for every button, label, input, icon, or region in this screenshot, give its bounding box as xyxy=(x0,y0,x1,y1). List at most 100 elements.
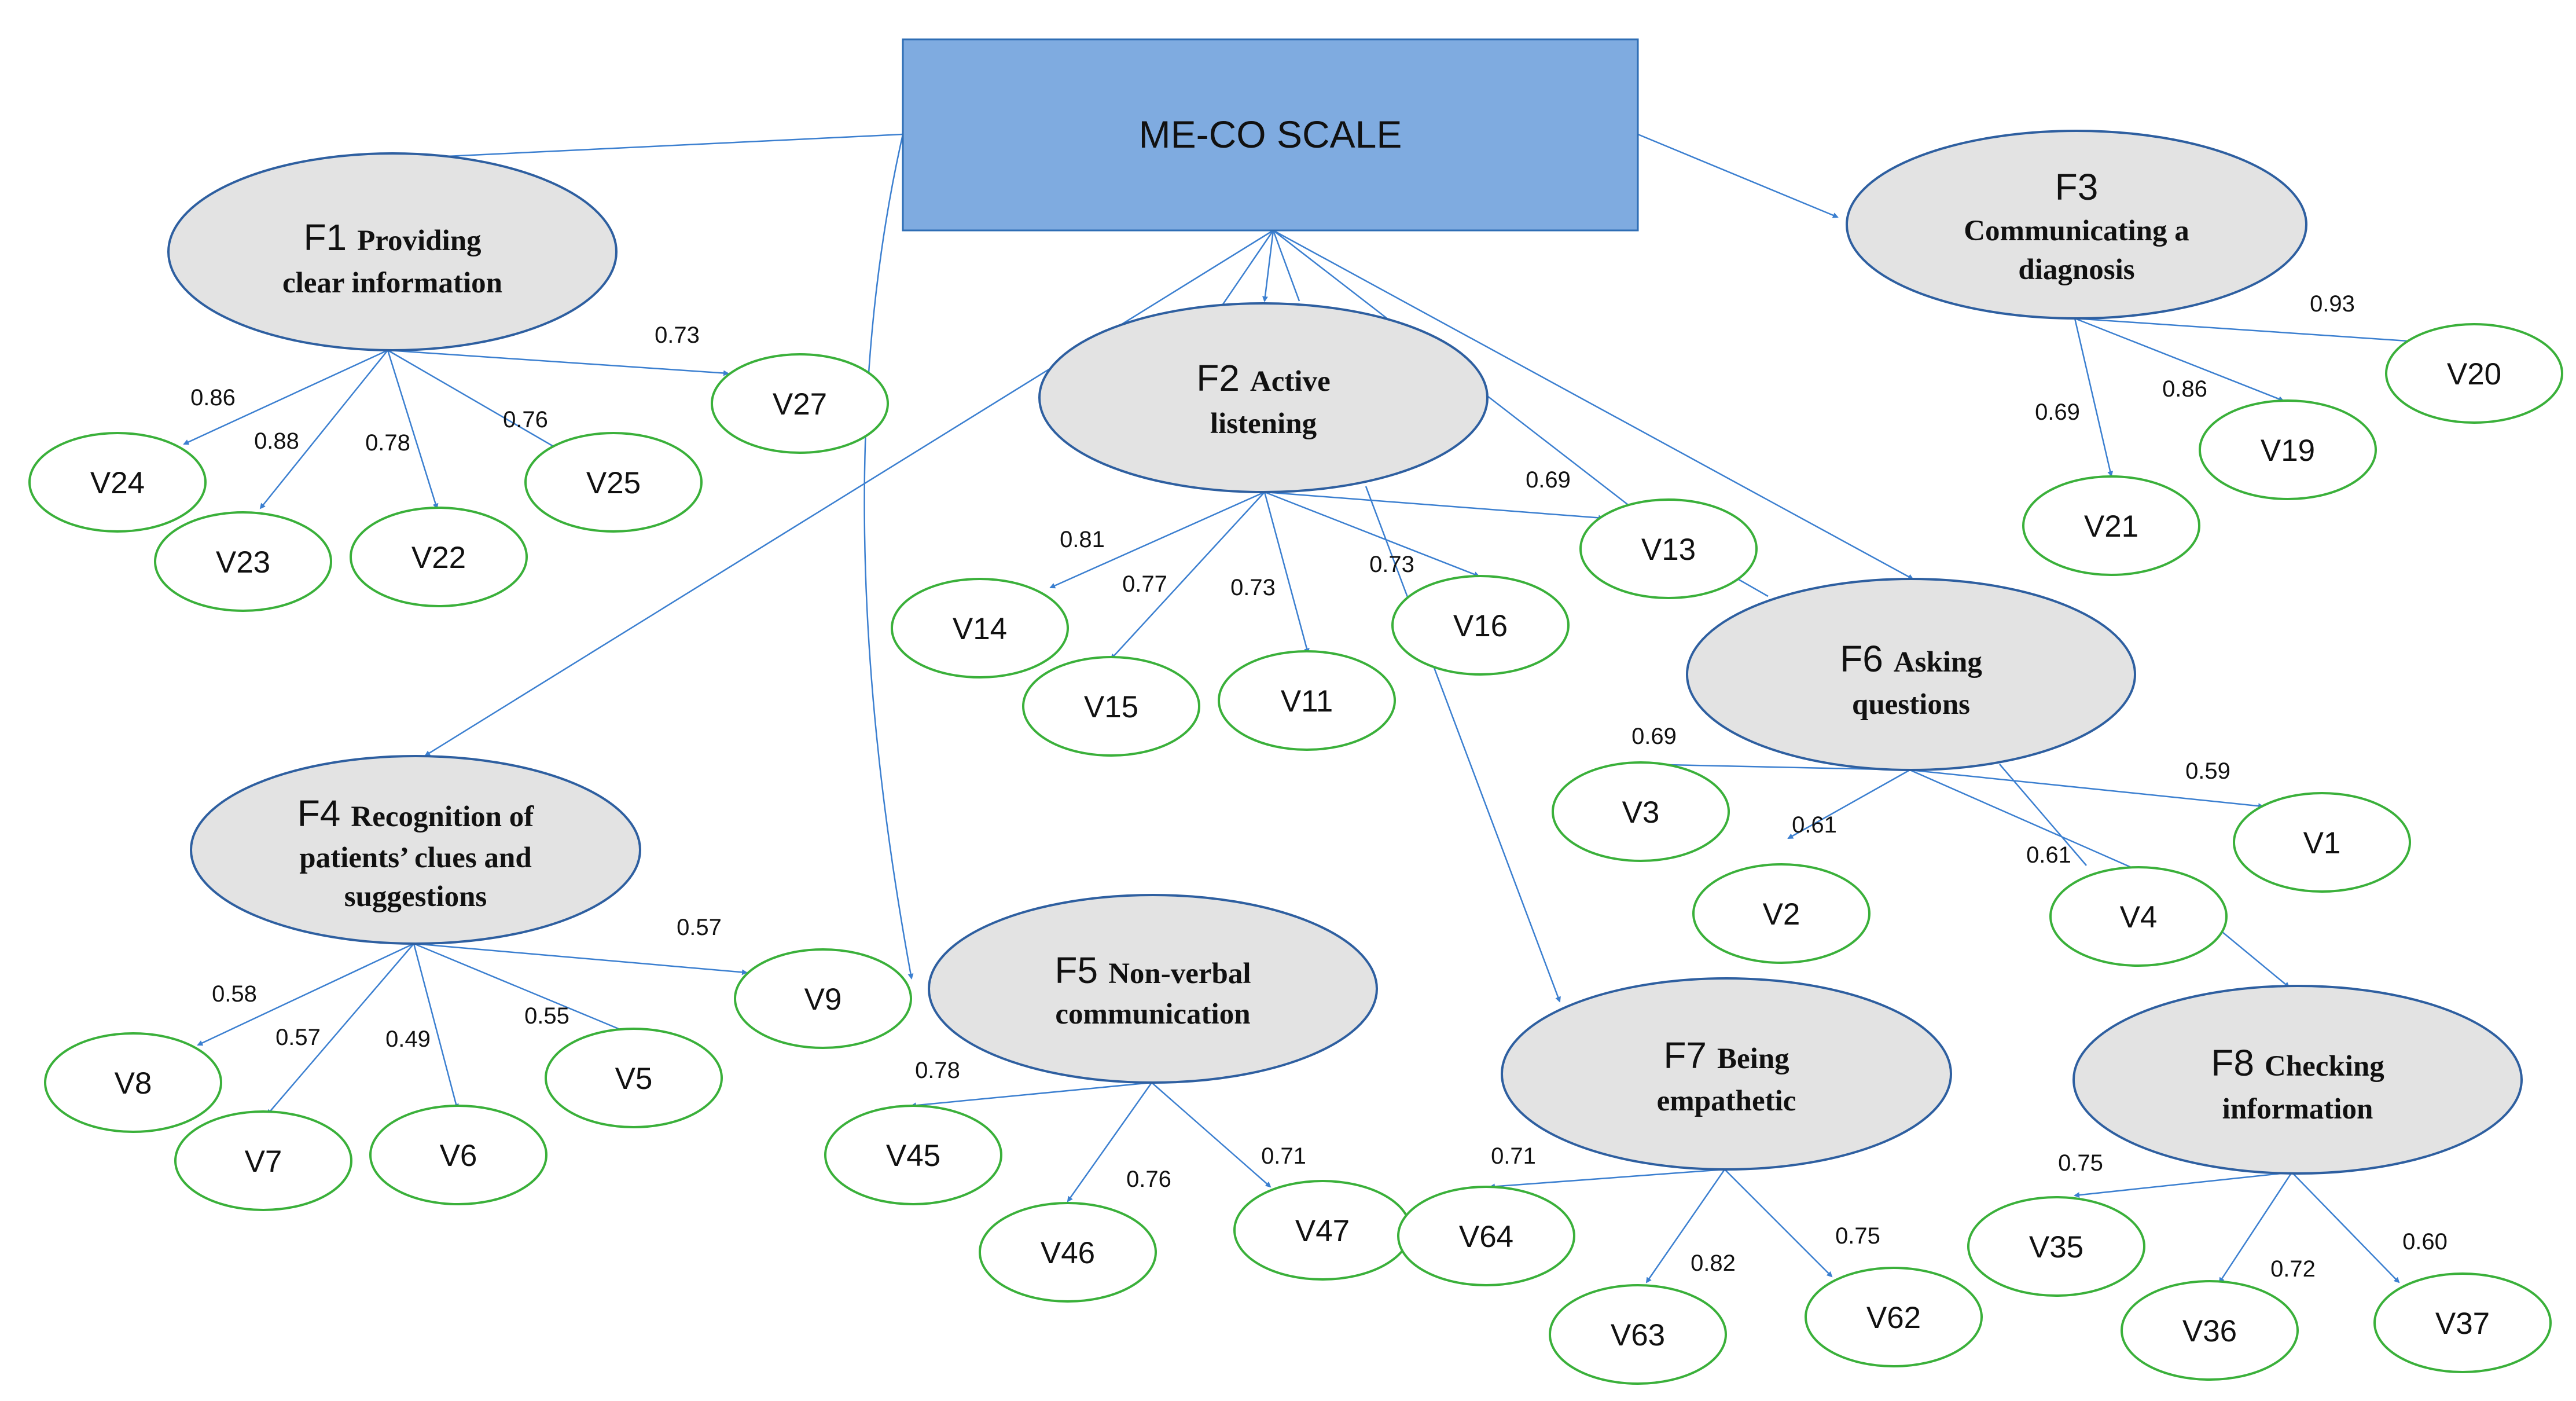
factor-ellipse xyxy=(190,755,641,945)
item-label: V8 xyxy=(115,1066,152,1101)
factor-code: F5 xyxy=(1054,949,1098,991)
factor-label: F4 Recognition of xyxy=(297,793,535,834)
factor-f4: F4 Recognition of patients’ clues and su… xyxy=(190,755,641,945)
factor-label: F8 Checking xyxy=(2211,1042,2384,1084)
factor-name: Recognition of xyxy=(351,801,534,833)
factor-ellipse xyxy=(1846,130,2307,320)
edge-f5-v45 xyxy=(910,1081,1152,1109)
item-label: V23 xyxy=(216,545,270,580)
loading-value: 0.76 xyxy=(503,407,548,432)
factor-ellipse xyxy=(2072,985,2523,1175)
root-box xyxy=(902,38,1639,232)
factor-name: communication xyxy=(1055,998,1250,1030)
edge-f5-v46 xyxy=(1067,1082,1153,1202)
edge-f4-v5 xyxy=(413,942,631,1035)
factor-f2: F2 Active listening xyxy=(1038,302,1489,493)
edge-f2-f7 xyxy=(1365,486,1561,1003)
root-node: ME-CO SCALE xyxy=(902,38,1639,232)
factor-ellipse xyxy=(1501,977,1952,1171)
item-node xyxy=(1397,1186,1575,1286)
item-node xyxy=(1391,575,1570,676)
item-label: V36 xyxy=(2182,1314,2237,1348)
item-label: V64 xyxy=(1459,1220,1513,1254)
item-node xyxy=(28,432,207,533)
factor-name: information xyxy=(2222,1093,2373,1125)
factor-label: F6 Asking xyxy=(1840,638,1982,680)
factor-code: F4 xyxy=(297,793,341,834)
item-node xyxy=(2233,792,2411,893)
item-label: V37 xyxy=(2435,1307,2490,1341)
factor-name: clear information xyxy=(282,267,502,299)
item-node xyxy=(2022,475,2200,576)
factor-name: empathetic xyxy=(1657,1085,1796,1117)
factor-label: F2 Active xyxy=(1196,357,1330,399)
item-label: V35 xyxy=(2029,1230,2083,1264)
edge-root-f2-b xyxy=(1272,230,1300,302)
item-label: V13 xyxy=(1641,533,1696,567)
factor-code: F7 xyxy=(1663,1035,1707,1076)
edge-f4-v6 xyxy=(413,943,459,1110)
loading-value: 0.82 xyxy=(1691,1250,1736,1276)
item-label: V63 xyxy=(1611,1318,1665,1352)
loading-value: 0.57 xyxy=(275,1025,321,1050)
loading-value: 0.78 xyxy=(365,430,410,456)
factor-name: Providing xyxy=(357,225,481,257)
edge-f4-v7 xyxy=(266,943,414,1116)
loading-value: 0.73 xyxy=(655,322,700,348)
edge-root-f4 xyxy=(424,229,1274,757)
edge-f4-v9 xyxy=(413,942,748,975)
root-title: ME-CO SCALE xyxy=(1139,113,1402,156)
edge-root-f6 xyxy=(1273,229,1914,580)
edge-f8-v35 xyxy=(2074,1171,2292,1198)
item-label: V15 xyxy=(1084,690,1138,724)
item-node xyxy=(1805,1267,1983,1367)
loading-value: 0.78 xyxy=(915,1058,960,1083)
edge-f1-v23 xyxy=(259,350,388,509)
loading-value: 0.61 xyxy=(2026,842,2071,868)
item-label: V25 xyxy=(586,466,641,500)
edge-f7-v62 xyxy=(1724,1169,1833,1278)
item-label: V9 xyxy=(804,982,842,1017)
item-label: V62 xyxy=(1866,1301,1921,1335)
loading-value: 0.86 xyxy=(2162,376,2207,402)
factor-ellipse xyxy=(1038,302,1489,493)
edge-f6-v1 xyxy=(1909,769,2264,809)
loading-value: 0.60 xyxy=(2402,1229,2448,1255)
factor-name: patients’ clues and xyxy=(299,842,531,874)
item-label: V1 xyxy=(2303,826,2341,860)
loading-value: 0.76 xyxy=(1126,1167,1171,1192)
edge-f8-v36 xyxy=(2218,1172,2293,1283)
item-label: V19 xyxy=(2261,434,2315,468)
item-node xyxy=(174,1110,352,1211)
factor-name: suggestions xyxy=(344,881,487,913)
item-node xyxy=(154,511,332,612)
item-node xyxy=(524,432,703,533)
item-node xyxy=(1579,498,1758,599)
item-label: V7 xyxy=(245,1145,282,1179)
item-node xyxy=(824,1105,1002,1205)
edge-root-f2 xyxy=(1262,230,1274,302)
item-node xyxy=(2373,1272,2552,1373)
factor-f1: F1 Providing clear information xyxy=(167,152,618,351)
item-label: V16 xyxy=(1453,609,1508,643)
item-node xyxy=(2385,323,2563,424)
item-label: V47 xyxy=(1295,1214,1350,1248)
item-label: V46 xyxy=(1041,1236,1095,1270)
factor-f8: F8 Checking information xyxy=(2072,985,2523,1175)
loading-value: 0.59 xyxy=(2185,758,2230,784)
item-label: V14 xyxy=(953,612,1007,646)
item-node xyxy=(734,948,912,1049)
item-node xyxy=(891,578,1069,679)
factor-name: diagnosis xyxy=(2018,254,2134,286)
loading-value: 0.69 xyxy=(1526,467,1571,493)
factor-ellipse xyxy=(928,894,1378,1084)
factor-f5: F5 Non-verbal communication xyxy=(928,894,1378,1084)
item-node xyxy=(711,353,889,454)
item-node xyxy=(350,507,528,607)
item-node xyxy=(545,1028,723,1128)
item-node xyxy=(1022,656,1200,757)
loading-value: 0.71 xyxy=(1491,1143,1536,1169)
factor-f7: F7 Being empathetic xyxy=(1501,977,1952,1171)
edge-f2-v11 xyxy=(1263,492,1310,654)
